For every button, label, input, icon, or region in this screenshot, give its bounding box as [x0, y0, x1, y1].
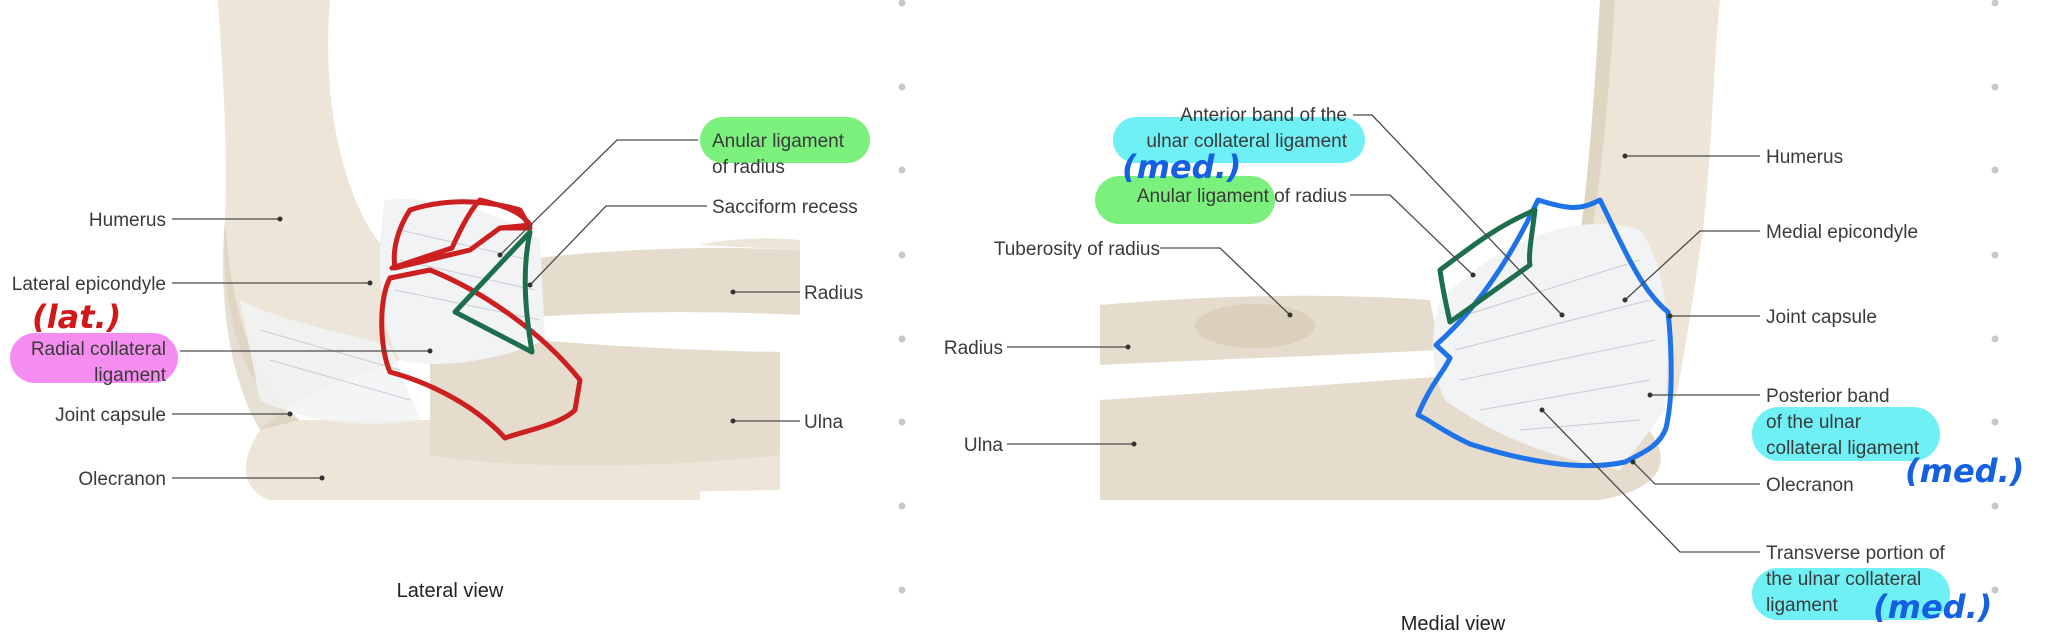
- ulnar-collateral-ligament-outline: [1415, 197, 1674, 469]
- label-radius-lateral: Radius: [804, 283, 863, 304]
- label-tuberosity-of-radius: Tuberosity of radius: [994, 239, 1160, 260]
- label-transverse-line1: Transverse portion of: [1766, 543, 1946, 564]
- label-radius-medial: Radius: [944, 338, 1003, 359]
- label-anular-ligament-medial: Anular ligament of radius: [1137, 186, 1347, 207]
- medial-view: Anterior band of the ulnar collateral li…: [944, 0, 2024, 635]
- handwritten-med-annotation-1: (med.): [1122, 148, 1241, 186]
- highlight-transverse-portion: [1752, 568, 1950, 620]
- handwritten-med-annotation-3: (med.): [1873, 588, 1992, 626]
- label-lateral-epicondyle: Lateral epicondyle: [12, 274, 166, 295]
- label-anterior-band-line2: ulnar collateral ligament: [1146, 131, 1347, 152]
- anular-ligament-outline-lateral: [452, 229, 535, 355]
- label-radial-collateral-line1: Radial collateral: [31, 339, 166, 360]
- label-posterior-band-line1: Posterior band: [1766, 386, 1890, 407]
- highlight-anterior-band: [1113, 117, 1365, 163]
- label-humerus-lateral: Humerus: [89, 210, 166, 231]
- lateral-view: Humerus Lateral epicondyle Radial collat…: [10, 0, 870, 602]
- lateral-leader-lines: [172, 139, 800, 481]
- label-anular-ligament-line2: of radius: [712, 157, 785, 178]
- label-ulna-lateral: Ulna: [804, 412, 844, 433]
- label-olecranon-medial: Olecranon: [1766, 475, 1854, 496]
- highlight-radial-collateral: [10, 333, 178, 383]
- label-anterior-band-line1: Anterior band of the: [1180, 105, 1347, 126]
- medial-leader-lines: [1007, 114, 1760, 553]
- highlight-posterior-band: [1752, 407, 1940, 461]
- label-joint-capsule-lateral: Joint capsule: [55, 405, 166, 426]
- highlight-anular-ligament: [700, 117, 870, 163]
- label-ulna-medial: Ulna: [964, 435, 1004, 456]
- label-transverse-line2: the ulnar collateral: [1766, 569, 1921, 590]
- caption-lateral-view: Lateral view: [397, 580, 504, 602]
- highlight-anular-ligament-medial: [1095, 176, 1275, 224]
- label-posterior-band-line2: of the ulnar: [1766, 412, 1862, 433]
- caption-medial-view: Medial view: [1401, 613, 1506, 635]
- label-radial-collateral-line2: ligament: [94, 365, 167, 386]
- label-olecranon-lateral: Olecranon: [78, 469, 166, 490]
- dotted-divider-right: [1991, 0, 1999, 594]
- label-sacciform-recess: Sacciform recess: [712, 197, 858, 218]
- handwritten-lat-annotation: (lat.): [32, 298, 121, 336]
- label-humerus-medial: Humerus: [1766, 147, 1843, 168]
- label-posterior-band-line3: collateral ligament: [1766, 438, 1920, 459]
- anular-ligament-outline-medial: [1437, 207, 1538, 325]
- label-anular-ligament-line1: Anular ligament: [712, 131, 845, 152]
- lateral-bones-illustration: [218, 0, 800, 500]
- label-transverse-line3: ligament: [1766, 595, 1839, 616]
- handwritten-med-annotation-2: (med.): [1905, 452, 2024, 490]
- label-medial-epicondyle: Medial epicondyle: [1766, 222, 1918, 243]
- dotted-divider-left: [898, 0, 906, 594]
- label-joint-capsule-medial: Joint capsule: [1766, 307, 1877, 328]
